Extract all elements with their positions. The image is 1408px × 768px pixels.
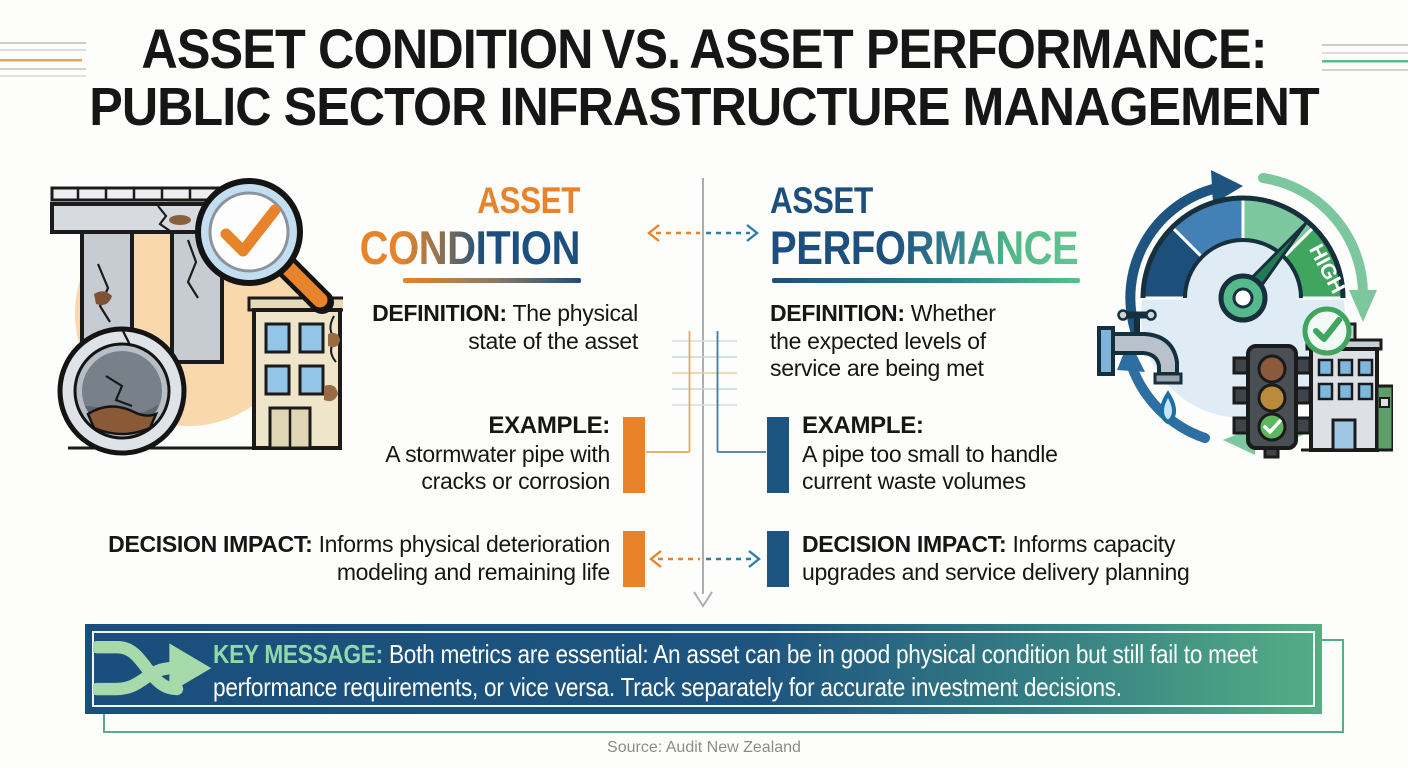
water-drop-icon — [1160, 390, 1176, 425]
title-line-2: PUBLIC SECTOR INFRASTRUCTURE MANAGEMENT — [89, 77, 1319, 138]
performance-header: ASSET PERFORMANCE — [770, 182, 1085, 271]
deco-lines-left — [0, 42, 86, 77]
performance-header-word: PERFORMANCE — [770, 224, 1085, 271]
performance-example-accent-bar — [767, 417, 789, 493]
title-condition: ASSET CONDITION — [141, 17, 593, 80]
vertical-flow-arrow — [693, 178, 713, 608]
condition-impact: DECISION IMPACT: Informs physical deteri… — [68, 531, 610, 586]
performance-impact-accent-bar — [767, 531, 789, 587]
damaged-infrastructure-illustration — [50, 178, 343, 456]
performance-definition-label: DEFINITION: — [770, 300, 905, 326]
dashed-double-arrow-bottom — [649, 550, 761, 568]
performance-definition-text: Whether the expected levels of service a… — [770, 300, 996, 382]
condition-example: EXAMPLE: A stormwater pipe with cracks o… — [330, 412, 610, 496]
key-message-banner: KEY MESSAGE: Both metrics are essential:… — [85, 624, 1322, 714]
source-attribution: Source: Audit New Zealand — [607, 739, 801, 756]
dashed-double-arrow-top — [647, 224, 759, 242]
performance-impact-label: DECISION IMPACT: — [802, 531, 1007, 557]
check-circle-icon — [1302, 306, 1352, 356]
performance-example-label: EXAMPLE: — [802, 412, 924, 439]
title-vs: VS. — [601, 17, 681, 80]
performance-impact: DECISION IMPACT: Informs capacity upgrad… — [802, 531, 1272, 586]
condition-impact-accent-bar — [623, 531, 645, 587]
performance-header-asset: ASSET — [770, 180, 873, 221]
condition-impact-text: Informs physical deterioration modeling … — [318, 531, 611, 585]
condition-example-accent-bar — [623, 417, 645, 493]
condition-definition: DEFINITION: The physical state of the as… — [338, 300, 638, 355]
faucet-icon — [1097, 309, 1183, 425]
condition-definition-text: The physical state of the asset — [468, 300, 638, 354]
condition-header-asset: ASSET — [477, 180, 580, 221]
performance-underline — [772, 278, 1080, 283]
key-message-body: Both metrics are essential: An asset can… — [213, 639, 1258, 703]
condition-underline — [403, 278, 581, 283]
alignment-grid — [646, 331, 766, 453]
magnifier-check-icon — [195, 178, 334, 314]
condition-example-text: A stormwater pipe with cracks or corrosi… — [385, 440, 610, 495]
cracked-pipe-icon — [57, 326, 187, 456]
performance-gauge-icon: HIGH — [1140, 195, 1349, 323]
key-message-text: KEY MESSAGE: Both metrics are essential:… — [213, 638, 1301, 705]
performance-example: EXAMPLE: A pipe too small to handle curr… — [802, 412, 1092, 496]
performance-definition: DEFINITION: Whether the expected levels … — [770, 300, 1010, 383]
key-message-label: KEY MESSAGE: — [213, 639, 383, 669]
cracked-building-icon — [247, 296, 343, 450]
performance-impact-text: Informs capacity upgrades and service de… — [802, 531, 1190, 585]
deco-lines-right — [1322, 44, 1408, 71]
banner-inner-border — [92, 631, 1315, 707]
condition-example-label: EXAMPLE: — [488, 412, 610, 439]
merge-arrows-icon — [93, 640, 212, 696]
condition-impact-label: DECISION IMPACT: — [108, 531, 313, 557]
title-performance: ASSET PERFORMANCE: — [689, 17, 1267, 80]
condition-header: ASSET CONDITION — [325, 180, 581, 271]
condition-header-word: CONDITION — [325, 224, 581, 271]
performance-gauge-illustration: HIGH — [1097, 170, 1393, 459]
performance-example-text: A pipe too small to handle current waste… — [802, 440, 1058, 495]
condition-definition-label: DEFINITION: — [372, 300, 507, 326]
